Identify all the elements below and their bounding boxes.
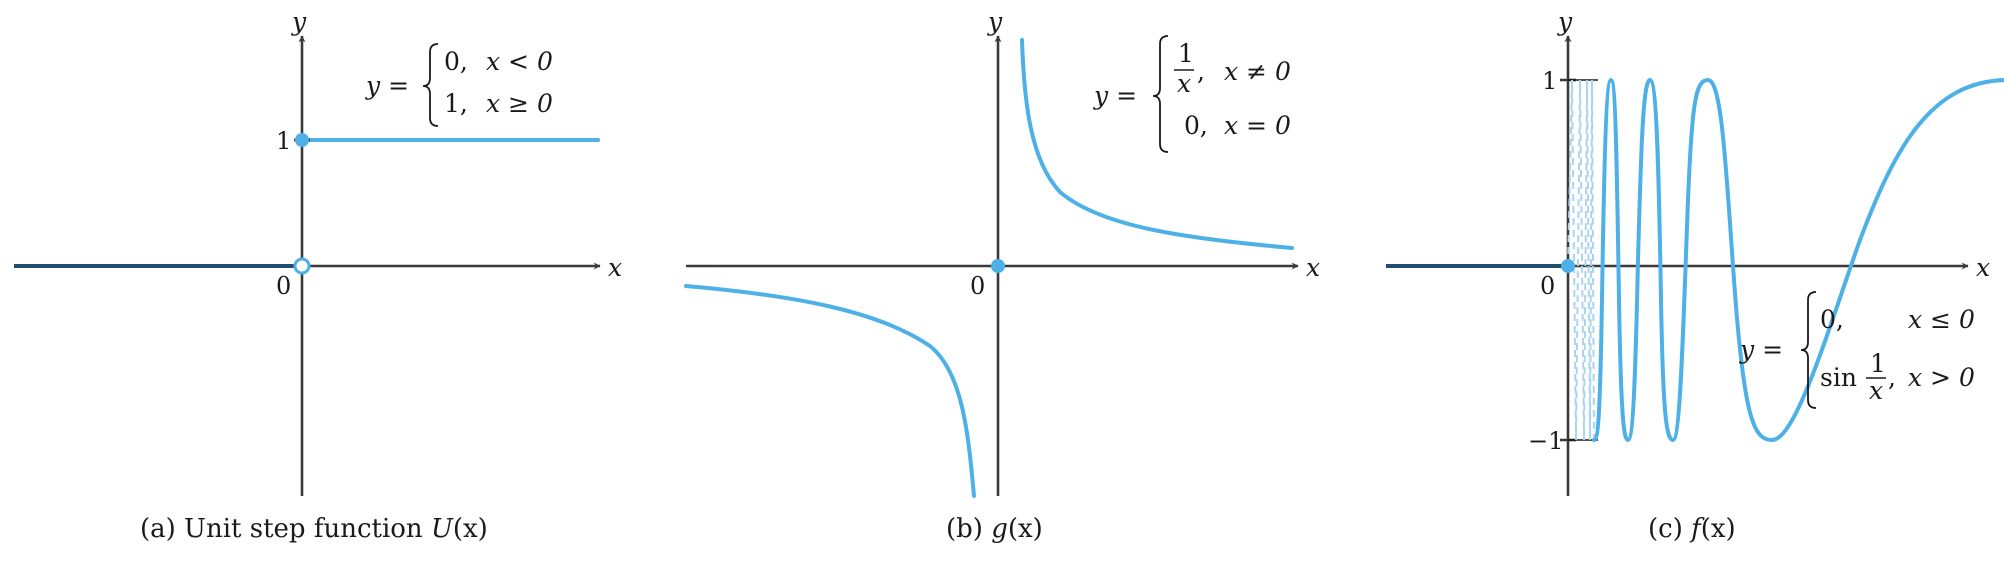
origin-label: 0 [276,272,291,300]
case-condition: x < 0 [486,47,553,76]
y-tick-top-label: 1 [1542,67,1557,95]
caption: (c) f(x) [1648,514,1736,544]
fraction-numerator: 1 [1178,39,1194,68]
y-tick-label: 1 [276,127,291,155]
caption-suffix: (x) [1008,514,1043,544]
fraction-denominator: x [1177,69,1191,98]
origin-point [1561,259,1575,273]
left-brace [422,43,439,127]
dense-oscillation [1567,79,1595,441]
caption-fn: U [431,514,454,544]
caption-prefix: (c) [1648,514,1691,544]
left-brace [1152,35,1169,153]
curve-negative-branch [684,284,976,498]
caption-prefix: (a) Unit step function [140,514,431,544]
fraction-denominator: x [1869,376,1883,405]
formula: y = 1 x , x ≠ 0 0, x = 0 [1093,35,1291,153]
comma: , [1888,363,1896,392]
formula-lhs: y = [365,71,409,100]
caption-suffix: (x) [453,514,488,544]
curve-positive-branch [1020,38,1294,250]
fraction-numerator: 1 [1870,349,1886,378]
formula: y = 0, x < 0 1, x ≥ 0 [365,43,553,127]
origin-label: 0 [970,272,985,300]
sin-function: sin [1820,363,1857,392]
caption: (a) Unit step function U(x) [140,514,488,544]
case-value: 1, [444,89,468,118]
filled-point [295,133,309,147]
case-condition: x ≥ 0 [486,89,553,118]
formula-lhs: y = [1093,81,1137,110]
y-axis-label: y [1557,7,1573,36]
case-value: 0, [444,47,468,76]
left-brace [1800,291,1817,409]
case-condition: x ≤ 0 [1908,305,1975,334]
caption: (b) g(x) [946,514,1043,544]
panel-a: x y 0 1 y = 0, x < 0 1, x ≥ 0 (a) Unit s… [14,7,622,544]
x-axis-label: x [1306,253,1320,282]
panel-c: x y 0 1 −1 y = 0, x ≤ 0 sin 1 x , x > 0 … [1386,7,2004,544]
y-axis-label: y [987,7,1003,36]
case-value: 0, [1820,305,1844,334]
x-axis-label: x [1976,253,1990,282]
panel-b: x y 0 y = 1 x , x ≠ 0 0, x = 0 (b) g(x) [684,7,1320,544]
caption-fn: g [991,514,1008,544]
origin-label: 0 [1540,272,1555,300]
case-condition: x ≠ 0 [1224,57,1291,86]
y-axis-label: y [291,7,307,36]
open-point [293,257,311,275]
case-value: 0, [1184,111,1208,140]
case-condition: x > 0 [1908,363,1975,392]
sin-curve [1592,78,2004,442]
formula-lhs: y = [1739,335,1783,364]
caption-suffix: (x) [1701,514,1736,544]
comma: , [1197,57,1205,86]
case-condition: x = 0 [1224,111,1291,140]
y-tick-bottom-label: −1 [1528,427,1563,455]
origin-point [991,259,1005,273]
caption-prefix: (b) [946,514,991,544]
formula: y = 0, x ≤ 0 sin 1 x , x > 0 [1739,291,1975,409]
x-axis-label: x [608,253,622,282]
